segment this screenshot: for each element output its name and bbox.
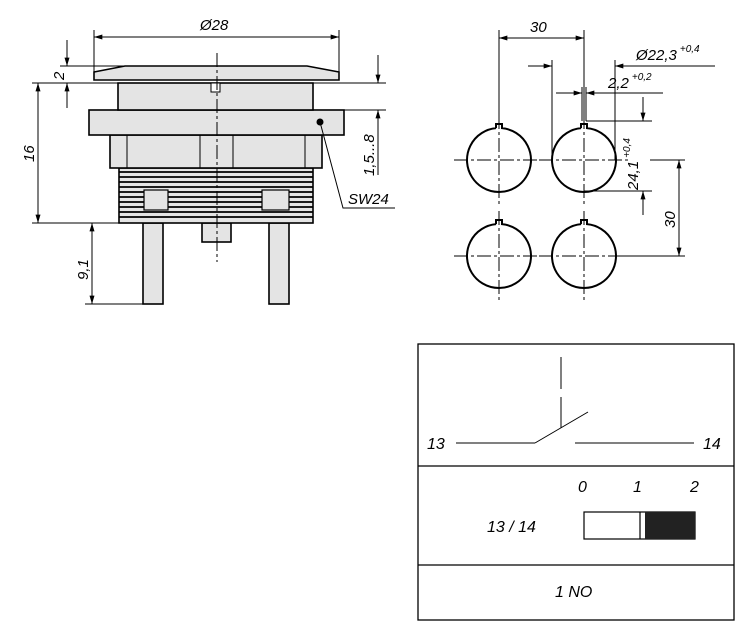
dim-spacing-vertical: 30 — [662, 211, 679, 228]
contact-type: 1 NO — [555, 584, 592, 601]
switching-diagram-bar — [583, 511, 696, 540]
position-label-0: 0 — [578, 479, 587, 496]
panel-hole — [551, 123, 617, 193]
dim-diameter: Ø28 — [199, 17, 229, 34]
hex-nut — [109, 134, 323, 169]
dim-spacing-horizontal: 30 — [530, 19, 547, 36]
terminal-pin-left — [142, 222, 164, 305]
dim-cap-height: 2 — [51, 71, 68, 81]
dim-keyway-depth: 24,1+0,4 — [622, 138, 642, 191]
position-label-2: 2 — [689, 479, 699, 496]
wrench-size-label: SW24 — [348, 191, 389, 208]
panel-hole — [466, 123, 532, 193]
terminal-label-left: 13 — [427, 436, 445, 453]
closed-state-fill — [645, 512, 695, 539]
panel-hole — [466, 219, 532, 289]
switch-symbol — [456, 357, 694, 444]
dim-pin-length: 9,1 — [75, 259, 92, 280]
terminal-label-right: 14 — [703, 436, 721, 453]
dim-body-height: 16 — [21, 145, 38, 162]
side-view: Ø28 2 16 9,1 1,5...8 SW24 — [21, 17, 395, 305]
panel-cutout: 30 Ø22,3+0,4 2,2+0,2 24,1+0,4 30 — [454, 19, 715, 301]
dim-keyway-width: 2,2+0,2 — [607, 72, 652, 92]
position-label-1: 1 — [633, 479, 642, 496]
dim-hole-diameter: Ø22,3+0,4 — [635, 44, 700, 64]
terminal-pin-right — [268, 222, 290, 305]
panel-hole — [551, 219, 617, 289]
thread — [118, 167, 314, 224]
contact-table: 13 14 0 1 2 13 / 14 1 NO — [417, 343, 735, 621]
dim-panel-thickness: 1,5...8 — [361, 134, 378, 176]
contact-label: 13 / 14 — [487, 519, 536, 536]
